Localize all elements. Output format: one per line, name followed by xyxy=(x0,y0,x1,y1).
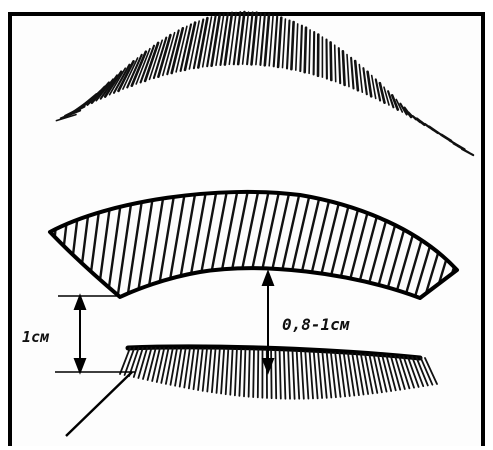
natural-eyebrow-sketch xyxy=(56,12,473,155)
label-distance-1cm: 1см xyxy=(22,328,50,346)
label-distance-brow: 0,8-1см xyxy=(282,315,350,334)
shaped-eyebrow xyxy=(27,180,493,310)
dimension-1cm xyxy=(75,296,85,372)
pointer-line xyxy=(66,372,132,436)
eyelashes xyxy=(120,347,437,399)
